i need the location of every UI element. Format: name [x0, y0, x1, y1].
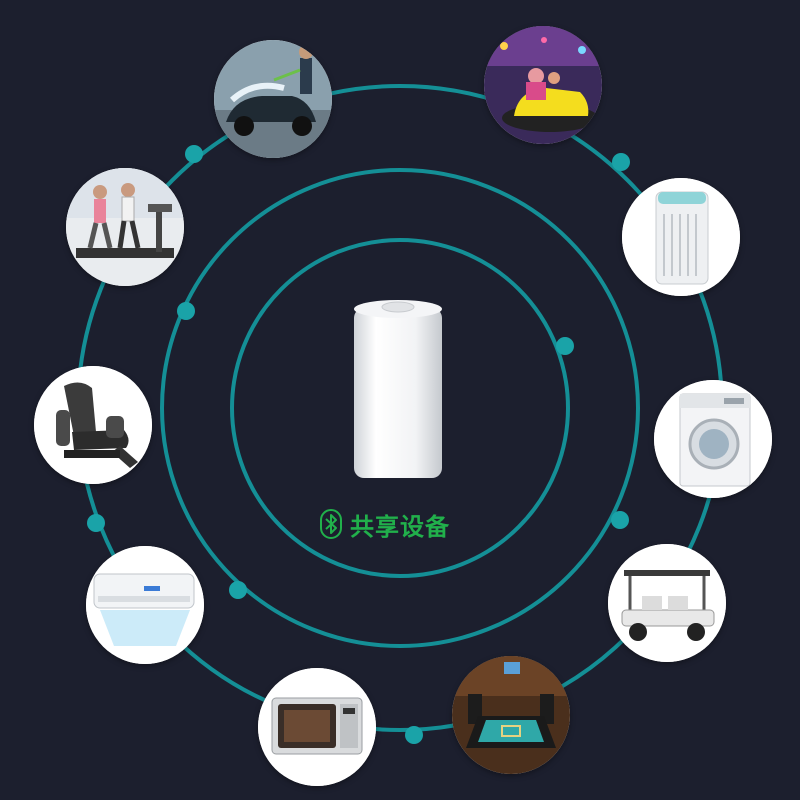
microwave-oven-scene[interactable] [258, 668, 376, 786]
orbit-dot [405, 726, 423, 744]
air-conditioner-scene[interactable] [86, 546, 204, 664]
golf-cart-image [608, 544, 726, 662]
massage-chair-image [34, 366, 152, 484]
center-label: 共享设备 [350, 512, 450, 541]
treadmill-gym-scene[interactable] [66, 168, 184, 286]
orbit-dot [612, 153, 630, 171]
washing-machine-image [654, 380, 772, 498]
air-purifier-scene[interactable] [622, 178, 740, 296]
orbit-dot [611, 511, 629, 529]
orbit-dot [185, 145, 203, 163]
washing-machine-scene[interactable] [654, 380, 772, 498]
bumper-car-image [484, 26, 602, 144]
orbit-dot [556, 337, 574, 355]
orbit-dot [87, 514, 105, 532]
bluetooth-icon [320, 509, 342, 539]
mahjong-table-scene[interactable] [452, 656, 570, 774]
golf-cart-scene[interactable] [608, 544, 726, 662]
car-wash-image [214, 40, 332, 158]
center-label-row: 共享设备 [320, 504, 490, 544]
mahjong-table-image [452, 656, 570, 774]
inner-ring [230, 238, 570, 578]
center-device-cylinder [354, 300, 442, 478]
middle-ring [160, 168, 640, 648]
treadmill-image [66, 168, 184, 286]
microwave-image [258, 668, 376, 786]
air-purifier-image [622, 178, 740, 296]
orbit-dot [177, 302, 195, 320]
orbit-dot [229, 581, 247, 599]
air-conditioner-image [86, 546, 204, 664]
massage-chair-scene[interactable] [34, 366, 152, 484]
bumper-car-scene[interactable] [484, 26, 602, 144]
car-wash-scene[interactable] [214, 40, 332, 158]
